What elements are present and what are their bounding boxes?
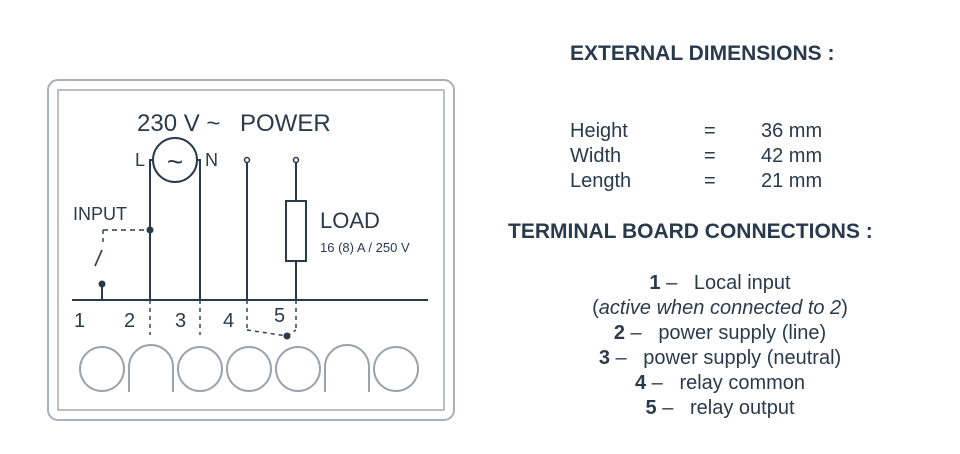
relay-contact-dot bbox=[283, 332, 291, 340]
terminal-item-text: power supply (neutral) bbox=[643, 347, 842, 369]
terminals-title: TERMINAL BOARD CONNECTIONS : bbox=[508, 220, 873, 243]
dimension-value: 42 mm bbox=[761, 145, 823, 167]
wiring-diagram: 230 V ~ POWER L N ~ LOAD 16 (8) A / 250 … bbox=[47, 79, 455, 421]
terminal-item-dash: – bbox=[662, 397, 674, 419]
terminal-item-text: relay output bbox=[689, 397, 795, 419]
dimension-name: Length bbox=[570, 170, 632, 192]
voltage-label: 230 V ~ bbox=[137, 110, 220, 137]
dimension-name: Height bbox=[570, 120, 628, 142]
dimension-name: Width bbox=[570, 145, 622, 167]
terminal-item-1: 1 – Local input bbox=[530, 272, 910, 295]
load-label: LOAD bbox=[320, 208, 380, 233]
terminal-item-note: active when connected to 2 bbox=[598, 297, 842, 319]
load-resistor-symbol bbox=[285, 200, 307, 262]
input-junction-dot bbox=[146, 226, 154, 234]
terminal-item-number: 4 bbox=[634, 372, 647, 394]
terminal-item-number: 5 bbox=[645, 397, 657, 419]
input-switch-blade bbox=[94, 249, 103, 267]
terminal-item-3: 3 – power supply (neutral) bbox=[530, 347, 910, 370]
terminal-hole-arched bbox=[324, 344, 370, 392]
dimension-equals: = bbox=[704, 120, 716, 142]
ac-wave-glyph: ~ bbox=[167, 146, 183, 177]
terminal-item-text: relay common bbox=[679, 372, 806, 394]
terminal-number-3: 3 bbox=[175, 310, 186, 332]
terminal-hole bbox=[373, 346, 419, 392]
dimension-value: 21 mm bbox=[761, 170, 823, 192]
power-label: POWER bbox=[240, 110, 331, 137]
dimension-equals: = bbox=[704, 170, 716, 192]
note-open-paren: ( bbox=[592, 297, 599, 319]
line-label: L bbox=[135, 150, 145, 170]
power-terminal-load bbox=[292, 156, 300, 164]
note-close-paren: ) bbox=[841, 297, 848, 319]
relay-dashed-link bbox=[246, 329, 288, 337]
terminal-hole bbox=[226, 346, 272, 392]
line-wire bbox=[149, 159, 153, 300]
terminal-item-number: 1 bbox=[649, 272, 661, 294]
neutral-label: N bbox=[205, 150, 218, 170]
device-inner-outline bbox=[57, 89, 445, 411]
terminal-item-text: power supply (line) bbox=[658, 322, 827, 344]
dimension-value: 36 mm bbox=[761, 120, 823, 142]
terminal-item-number: 2 bbox=[613, 322, 625, 344]
terminal-hole bbox=[79, 346, 125, 392]
terminal-number-1: 1 bbox=[74, 310, 85, 332]
dimension-equals: = bbox=[704, 145, 716, 167]
terminal-item-dash: – bbox=[651, 372, 663, 394]
terminal-number-2: 2 bbox=[124, 310, 135, 332]
input-contact-dot bbox=[98, 280, 106, 288]
neutral-wire bbox=[197, 159, 201, 300]
terminal-hole-arched bbox=[128, 344, 174, 392]
terminal-number-4: 4 bbox=[223, 310, 234, 332]
dimensions-title: EXTERNAL DIMENSIONS : bbox=[570, 42, 835, 65]
power-terminal-common bbox=[243, 156, 251, 164]
terminal-item-5: 5 – relay output bbox=[530, 397, 910, 420]
terminal-item-1-note: (active when connected to 2) bbox=[530, 297, 910, 320]
terminal-item-dash: – bbox=[666, 272, 678, 294]
terminal-item-number: 3 bbox=[598, 347, 610, 369]
terminal-item-dash: – bbox=[630, 322, 642, 344]
terminal-item-2: 2 – power supply (line) bbox=[530, 322, 910, 345]
terminal-item-text: Local input bbox=[693, 272, 791, 294]
terminal-number-5: 5 bbox=[274, 305, 285, 327]
load-rating: 16 (8) A / 250 V bbox=[320, 240, 410, 255]
input-label: INPUT bbox=[73, 204, 127, 224]
terminal-item-4: 4 – relay common bbox=[530, 372, 910, 395]
terminal-hole bbox=[177, 346, 223, 392]
terminal-hole bbox=[275, 346, 321, 392]
terminal-item-dash: – bbox=[615, 347, 627, 369]
